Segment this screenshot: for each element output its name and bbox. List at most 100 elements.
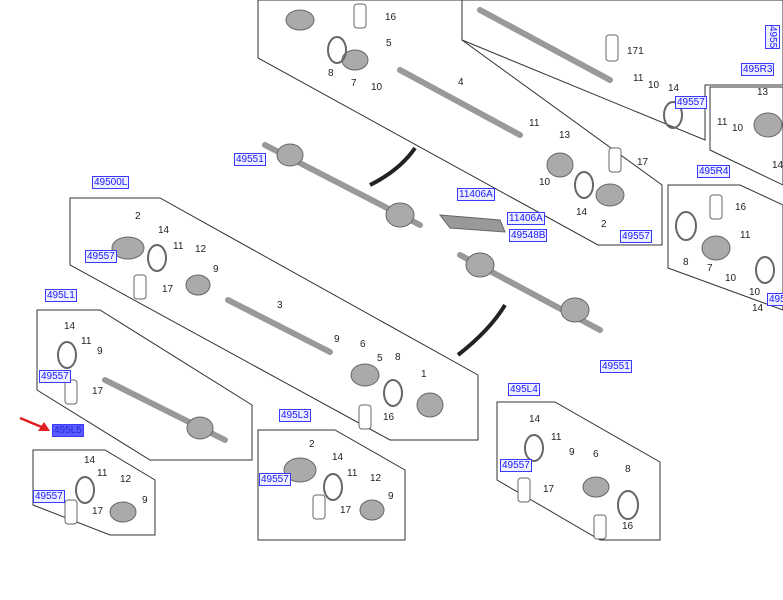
part-number: 12 bbox=[120, 474, 132, 485]
part-number: 6 bbox=[593, 449, 599, 460]
part-number: 14 bbox=[668, 83, 680, 94]
shaft-top-right bbox=[477, 7, 613, 83]
ref-11406A[interactable]: 11406A bbox=[507, 212, 545, 225]
part-number: 7 bbox=[351, 78, 357, 89]
bracket-49548B bbox=[438, 214, 506, 233]
part-number: 3 bbox=[277, 300, 283, 311]
part-number: 5 bbox=[377, 353, 383, 364]
part-number: 11 bbox=[740, 230, 751, 241]
part-number: 2 bbox=[601, 219, 607, 230]
part-number: 5 bbox=[386, 38, 392, 49]
ref-49557[interactable]: 49557 bbox=[675, 96, 707, 109]
ref-49557[interactable]: 49557 bbox=[33, 490, 65, 503]
part-number: 17 bbox=[92, 506, 104, 517]
part-number: 11 bbox=[633, 73, 644, 84]
part-number: 14 bbox=[158, 225, 170, 236]
part-number: 14 bbox=[84, 455, 96, 466]
part-number: 10 bbox=[539, 177, 551, 188]
ref-11406A[interactable]: 11406A bbox=[457, 188, 495, 201]
ref-49551[interactable]: 49551 bbox=[600, 360, 632, 373]
part-number: 16 bbox=[385, 12, 397, 23]
part-number: 10 bbox=[371, 82, 383, 93]
direction-curve-top bbox=[369, 146, 417, 187]
part-number: 8 bbox=[395, 352, 401, 363]
ref-495L5-highlighted[interactable]: 495L5 bbox=[52, 424, 84, 437]
part-number: 9 bbox=[97, 346, 103, 357]
panel-top-middle bbox=[257, 0, 663, 246]
part-number: 4 bbox=[458, 77, 464, 88]
ref-495L1[interactable]: 495L1 bbox=[45, 289, 77, 302]
ref-495R3[interactable]: 495R3 bbox=[741, 63, 775, 76]
ref-495L4[interactable]: 495L4 bbox=[508, 383, 540, 396]
part-number: 11 bbox=[717, 117, 728, 128]
ref-4955-cut[interactable]: 4955 bbox=[765, 25, 780, 50]
part-number: 9 bbox=[388, 491, 394, 502]
part-number: 2 bbox=[309, 439, 315, 450]
part-number: 14 bbox=[529, 414, 541, 425]
ref-495-cut[interactable]: 495 bbox=[767, 293, 783, 306]
part-number: 14 bbox=[752, 303, 764, 314]
part-number: 11 bbox=[97, 468, 108, 479]
part-number: 8 bbox=[625, 464, 631, 475]
part-number: 11 bbox=[81, 336, 92, 347]
part-number: 14 bbox=[772, 160, 783, 171]
ref-49548B[interactable]: 49548B bbox=[509, 229, 548, 242]
shaft-3 bbox=[225, 297, 333, 355]
part-number: 8 bbox=[683, 257, 689, 268]
ref-49500L[interactable]: 49500L bbox=[92, 176, 130, 189]
part-number: 16 bbox=[383, 412, 395, 423]
part-number: 9 bbox=[142, 495, 148, 506]
shaft-4 bbox=[397, 67, 523, 138]
panel-495L3 bbox=[257, 429, 406, 541]
panel-495L1 bbox=[36, 309, 253, 461]
panel-495L5 bbox=[32, 449, 156, 536]
panel-49500L bbox=[69, 197, 479, 441]
part-number: 7 bbox=[707, 263, 713, 274]
part-number: 2 bbox=[135, 211, 141, 222]
ref-495L3[interactable]: 495L3 bbox=[279, 409, 311, 422]
part-number: 9 bbox=[569, 447, 575, 458]
part-number: 17 bbox=[637, 157, 649, 168]
part-number: 14 bbox=[576, 207, 588, 218]
ref-49557[interactable]: 49557 bbox=[39, 370, 71, 383]
ref-49551[interactable]: 49551 bbox=[234, 153, 266, 166]
part-number: 11 bbox=[173, 241, 184, 252]
part-number: 6 bbox=[360, 339, 366, 350]
ref-49557[interactable]: 49557 bbox=[500, 459, 532, 472]
part-number: 17 bbox=[340, 505, 352, 516]
part-number: 11 bbox=[347, 468, 358, 479]
part-number: 9 bbox=[213, 264, 219, 275]
ref-49557[interactable]: 49557 bbox=[259, 473, 291, 486]
part-number: 12 bbox=[370, 473, 382, 484]
panel-495R3 bbox=[709, 86, 783, 186]
part-number: 8 bbox=[328, 68, 334, 79]
part-number: 9 bbox=[334, 334, 340, 345]
part-number: 10 bbox=[749, 287, 761, 298]
part-number: 12 bbox=[195, 244, 207, 255]
part-number: 14 bbox=[64, 321, 76, 332]
part-number: 10 bbox=[648, 80, 660, 91]
part-number: 11 bbox=[529, 118, 540, 129]
part-number: 171 bbox=[627, 46, 644, 57]
ref-49557[interactable]: 49557 bbox=[85, 250, 117, 263]
part-number: 17 bbox=[162, 284, 174, 295]
direction-curve-bottom bbox=[456, 303, 507, 357]
part-number: 16 bbox=[622, 521, 634, 532]
part-number: 13 bbox=[559, 130, 571, 141]
part-number: 10 bbox=[732, 123, 744, 134]
part-number: 11 bbox=[551, 432, 562, 443]
part-number: 10 bbox=[725, 273, 737, 284]
part-number: 1 bbox=[421, 369, 427, 380]
panel-495R4 bbox=[667, 184, 783, 311]
ref-495R4[interactable]: 495R4 bbox=[697, 165, 731, 178]
part-number: 17 bbox=[92, 386, 104, 397]
part-number: 14 bbox=[332, 452, 344, 463]
part-number: 17 bbox=[543, 484, 555, 495]
panel-495L4 bbox=[496, 401, 661, 541]
ref-49557[interactable]: 49557 bbox=[620, 230, 652, 243]
panel-top-right bbox=[461, 0, 783, 141]
part-number: 13 bbox=[757, 87, 769, 98]
part-number: 16 bbox=[735, 202, 747, 213]
